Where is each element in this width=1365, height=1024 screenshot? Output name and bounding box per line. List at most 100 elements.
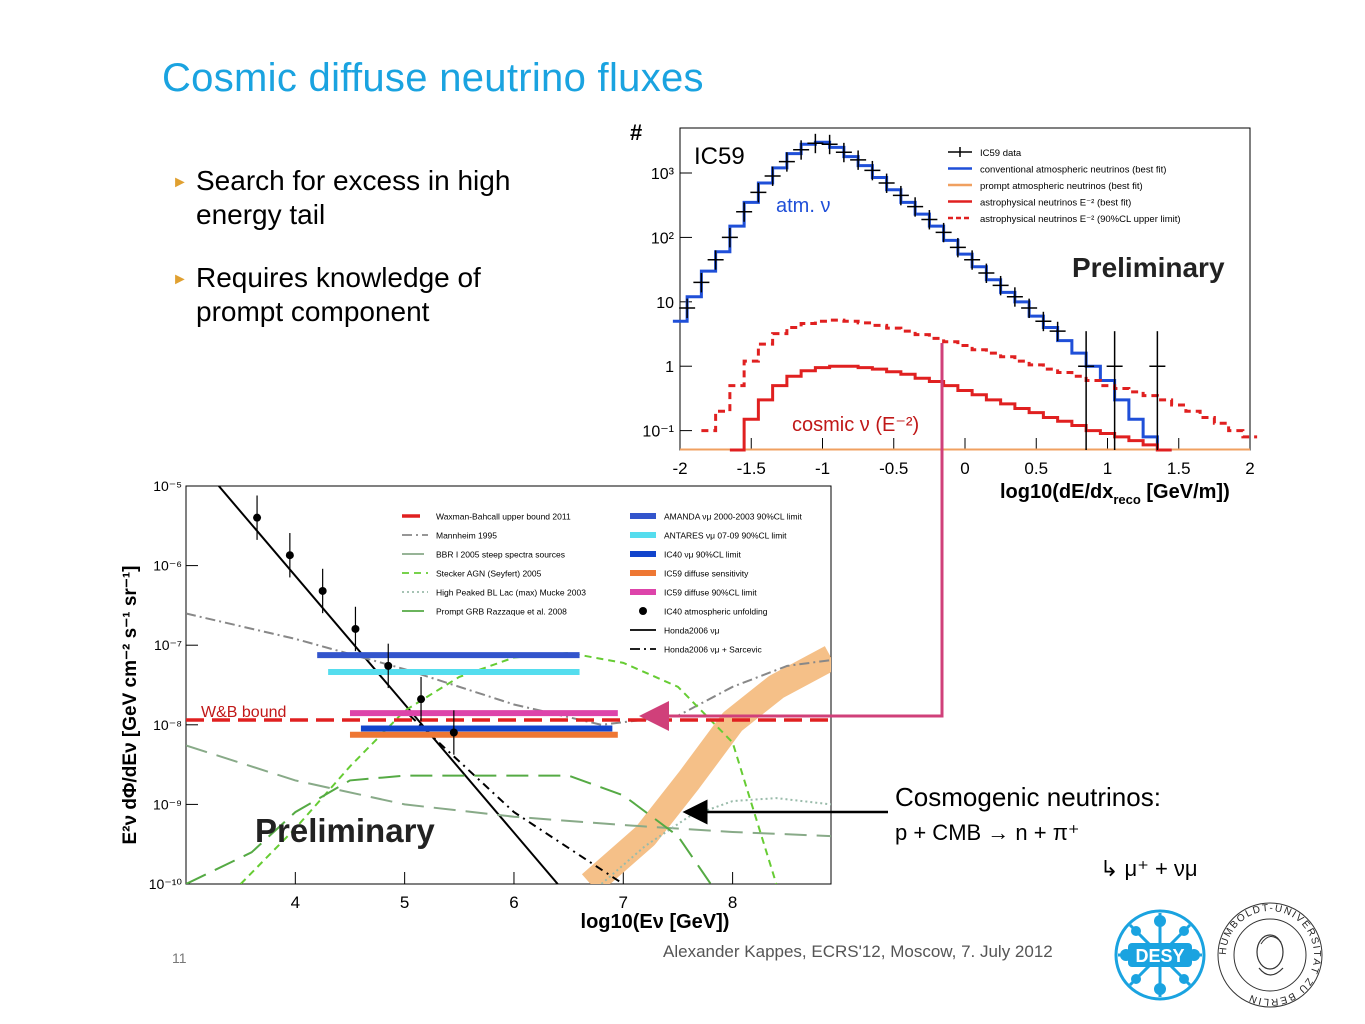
ic59-data-point [778, 152, 795, 172]
ic59-data-point [835, 142, 852, 163]
ic59-data-point [764, 166, 781, 186]
ic59-data-point [935, 222, 952, 243]
legend-entry: Stecker AGN (Seyfert) 2005 [436, 569, 542, 579]
cosmogenic-line-2: ↳ μ⁺ + νμ [1100, 856, 1198, 881]
legend-entry: IC59 diffuse 90%CL limit [664, 588, 757, 598]
y-tick-label: 10 [656, 295, 674, 312]
legend-entry: IC59 data [980, 148, 1022, 159]
bullet-arrow-icon: ► [172, 174, 188, 191]
x-tick-label: -2 [672, 459, 687, 478]
unfolding-point [318, 586, 327, 595]
x-tick-label: 5 [400, 893, 409, 912]
pink-connector-arrow [639, 343, 944, 731]
legend-entry: astrophysical neutrinos E⁻² (90%CL upper… [980, 214, 1181, 225]
plot-area [186, 486, 831, 884]
x-tick-label: 4 [291, 893, 300, 912]
ic59-data-point [978, 263, 995, 283]
ic59-tag: IC59 [694, 143, 745, 170]
ic59-data-point [921, 210, 938, 230]
plot-frame [185, 485, 832, 885]
series-line [701, 318, 1258, 439]
y-axis-label: E²ν dΦ/dEν [GeV cm⁻² s⁻¹ sr⁻¹] [120, 565, 141, 844]
legend-entry: BBR I 2005 steep spectra sources [436, 550, 565, 560]
y-tick-label: 1 [665, 359, 674, 376]
ic59-data-point [707, 250, 724, 270]
unfolding-point [253, 513, 262, 522]
legend-entry: Prompt GRB Razzaque et al. 2008 [436, 607, 567, 617]
ic59-data-point [1035, 311, 1052, 332]
ic59-data-point [1106, 331, 1123, 450]
ic59-data-point [736, 202, 753, 222]
x-tick-label: 2 [1245, 459, 1254, 478]
preliminary-watermark: Preliminary [255, 812, 435, 849]
ic59-data-point [1021, 298, 1038, 319]
ic59-data-point [992, 275, 1009, 296]
x-tick-label: -0.5 [879, 459, 908, 478]
legend-entry: Honda2006 νμ + Sarcevic [664, 645, 762, 655]
y-tick-label: 10⁻⁸ [153, 717, 182, 733]
atm-nu-label: atm. ν [776, 195, 830, 217]
legend-entry: IC40 νμ 90%CL limit [664, 550, 741, 560]
x-tick-label: 1 [1103, 459, 1112, 478]
legend-entry: Honda2006 νμ [664, 626, 720, 636]
cosmogenic-title: Cosmogenic neutrinos: [895, 782, 1161, 812]
y-tick-label: 10⁻⁷ [154, 637, 182, 653]
humboldt-university-seal: HUMBOLDT-UNIVERSITÄT ZU BERLIN [1217, 902, 1323, 1008]
ic59-data-point [679, 298, 696, 319]
ic59-data-point [807, 133, 824, 154]
legend-entry: ANTARES νμ 07-09 90%CL limit [664, 531, 787, 541]
desy-logo-text: DESY [1135, 946, 1184, 966]
series-line [403, 710, 624, 884]
unfolding-point [285, 551, 294, 560]
ic59-data-point [907, 197, 924, 217]
legend-entry: conventional atmospheric neutrinos (best… [980, 165, 1166, 176]
x-tick-label: 8 [728, 893, 737, 912]
bullet-text: Requires knowledge of prompt component [196, 262, 481, 327]
ic59-data-point [1149, 331, 1166, 450]
ic59-data-point [793, 140, 810, 160]
ic59-data-point [1049, 321, 1066, 342]
y-tick-label: 10⁻⁵ [153, 478, 182, 494]
wb-bound-label: W&B bound [201, 704, 286, 721]
ic59-data-point [949, 237, 966, 258]
y-tick-label: 10⁻⁶ [153, 558, 182, 574]
series-line [186, 774, 712, 884]
y-tick-label: 10³ [651, 166, 675, 183]
ic59-data-point [878, 173, 895, 193]
y-tick-label: 10⁻⁹ [153, 796, 182, 812]
legend-entry: AMANDA νμ 2000-2003 90%CL limit [664, 512, 802, 522]
x-tick-label: 0 [960, 459, 969, 478]
ic59-data-point [964, 250, 981, 270]
ic59-data-point [1006, 287, 1023, 307]
x-tick-label: 6 [509, 893, 518, 912]
x-tick-label: 0.5 [1024, 459, 1048, 478]
x-axis-label: log10(Eν [GeV]) [581, 911, 730, 933]
legend-entry: Mannheim 1995 [436, 531, 497, 541]
ic59-data-point [721, 228, 738, 248]
unfolding-point [449, 728, 458, 737]
legend: IC59 data conventional atmospheric neutri… [948, 147, 1181, 225]
ic59-data-point [892, 185, 909, 206]
series-line [186, 744, 831, 838]
ic59-data-point [864, 160, 881, 181]
series-line [186, 612, 831, 726]
unfolding-point [417, 695, 426, 704]
unfolding-point [384, 661, 393, 670]
page-number: 11 [172, 950, 187, 966]
ic59-data-point [821, 134, 838, 155]
legend-entry: prompt atmospheric neutrinos (best fit) [980, 181, 1143, 192]
y-axis-label: # [630, 120, 642, 145]
legend-entry: High Peaked BL Lac (max) Mucke 2003 [436, 588, 586, 598]
legend-swatch [639, 607, 647, 615]
legend-entry: IC59 diffuse sensitivity [664, 569, 749, 579]
ic59-data-point [693, 273, 710, 293]
ic59-data-point [850, 150, 867, 170]
x-tick-label: 1.5 [1167, 459, 1191, 478]
preliminary-watermark: Preliminary [1072, 252, 1225, 283]
x-tick-label: -1 [815, 459, 830, 478]
cosmic-nu-label: cosmic ν (E⁻²) [792, 414, 919, 436]
cosmogenic-line-1: p + CMB → n + π⁺ [895, 820, 1080, 845]
page-title: Cosmic diffuse neutrino fluxes [162, 56, 704, 100]
